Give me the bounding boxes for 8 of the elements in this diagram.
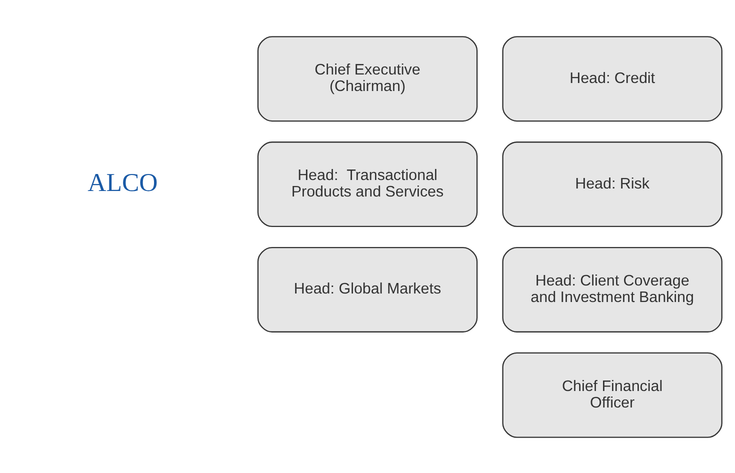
node-box: Head: Risk [502, 141, 722, 227]
node-box: Head: Credit [502, 36, 722, 122]
node-box: Head: Client Coverage and Investment Banking [502, 246, 722, 332]
node-box: Head: Global Markets [257, 246, 478, 332]
label: ALCO [88, 167, 158, 196]
node-box: Chief Financial Officer [502, 352, 722, 438]
node-box: Head: Transactional Products and Services [257, 141, 478, 227]
node-box: Chief Executive (Chairman) [257, 36, 478, 122]
